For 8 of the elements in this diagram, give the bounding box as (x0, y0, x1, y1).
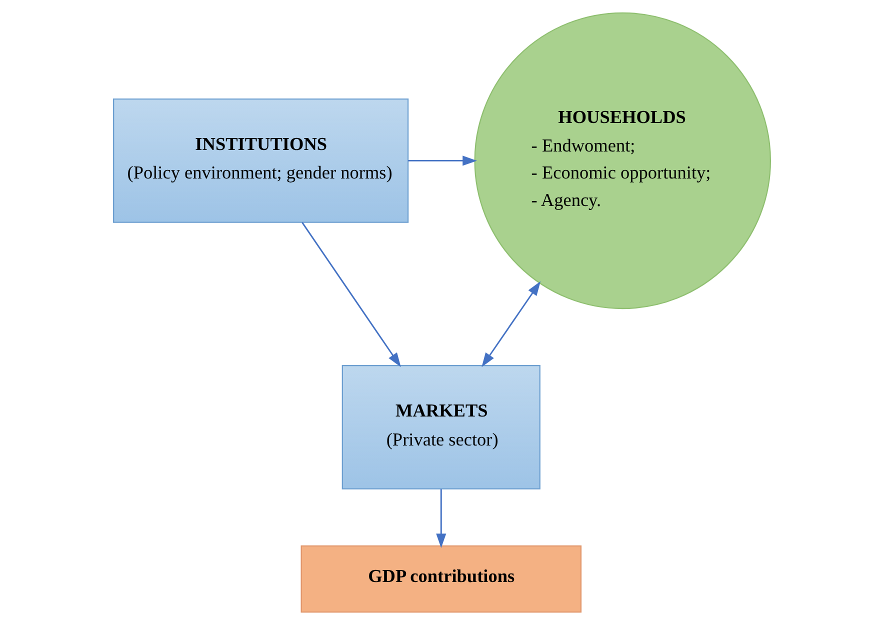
node-box: GDP contributions (300, 545, 582, 613)
node-box: MARKETS (Private sector) (341, 365, 540, 490)
node-circle: HOUSEHOLDS - Endwoment; - Economic opportunity; - Agency. (474, 12, 770, 310)
arrow (436, 489, 446, 548)
arrow (408, 156, 476, 166)
arrow (481, 281, 540, 368)
node-box: INSTITUTIONS (Policy environment; gender norms) (112, 98, 408, 223)
arrow (301, 222, 400, 368)
